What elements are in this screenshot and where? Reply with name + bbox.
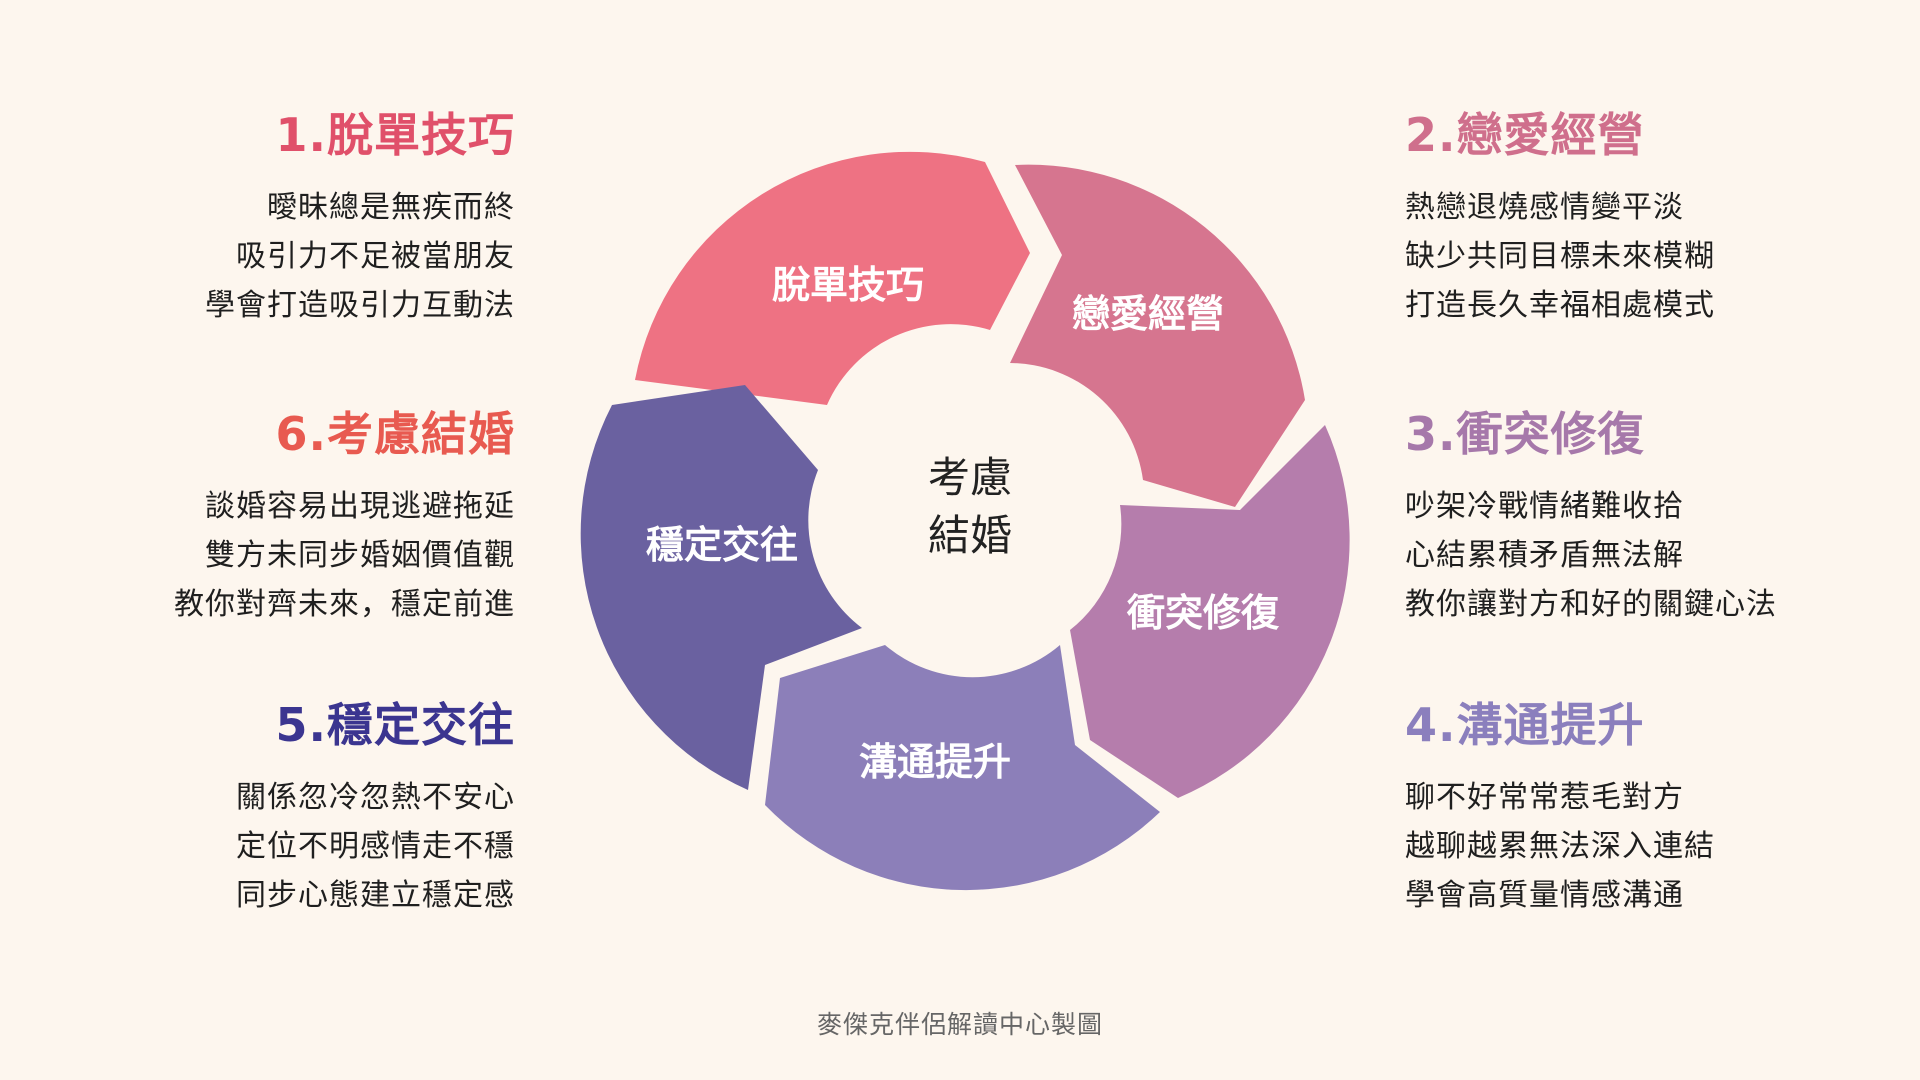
stage-title: 1.脫單技巧 [275, 108, 515, 162]
segment-arrow [635, 151, 1030, 405]
stage-title: 5.穩定交往 [275, 698, 515, 752]
segment-arrow [1070, 425, 1350, 798]
segment-label-communication: 溝通提升 [859, 740, 1011, 784]
credit-caption: 麥傑克伴侶解讀中心製圖 [816, 1010, 1103, 1039]
stage-line: 心結累積矛盾無法解 [1405, 538, 1684, 573]
stage-line: 吸引力不足被當朋友 [236, 239, 515, 274]
stage-line: 教你讓對方和好的關鍵心法 [1405, 587, 1777, 622]
segment-label-stable: 穩定交往 [646, 523, 798, 567]
stage-line: 越聊越累無法深入連結 [1405, 829, 1715, 864]
stage-line: 缺少共同目標未來模糊 [1405, 239, 1715, 274]
stage-block-6: 6.考慮結婚 談婚容易出現逃避拖延 雙方未同步婚姻價值觀 教你對齊未來，穩定前進 [95, 406, 515, 629]
stage-block-1: 1.脫單技巧 曖昧總是無疾而終 吸引力不足被當朋友 學會打造吸引力互動法 [95, 107, 515, 330]
stage-line: 關係忽冷忽熱不安心 [236, 780, 515, 815]
segment-label-conflict: 衝突修復 [1126, 591, 1280, 635]
stage-line: 吵架冷戰情緒難收拾 [1405, 489, 1684, 524]
stage-line: 學會打造吸引力互動法 [205, 288, 515, 323]
stage-line: 談婚容易出現逃避拖延 [205, 489, 515, 524]
stage-line: 學會高質量情感溝通 [1405, 878, 1684, 913]
stage-block-5: 5.穩定交往 關係忽冷忽熱不安心 定位不明感情走不穩 同步心態建立穩定感 [95, 697, 515, 920]
stage-title: 3.衝突修復 [1405, 407, 1645, 461]
segment-label-dating: 脫單技巧 [772, 263, 924, 307]
stage-line: 雙方未同步婚姻價值觀 [205, 538, 515, 573]
stage-block-4: 4.溝通提升 聊不好常常惹毛對方 越聊越累無法深入連結 學會高質量情感溝通 [1405, 697, 1825, 920]
stage-line: 教你對齊未來，穩定前進 [174, 587, 515, 622]
stage-line: 同步心態建立穩定感 [236, 878, 515, 913]
segment-label-relationship: 戀愛經營 [1072, 292, 1224, 336]
center-label-line2: 結婚 [928, 511, 1012, 560]
stage-line: 聊不好常常惹毛對方 [1405, 780, 1684, 815]
stage-title: 6.考慮結婚 [275, 407, 515, 461]
segment-arrow [580, 385, 862, 790]
stage-title: 2.戀愛經營 [1405, 108, 1645, 162]
stage-line: 曖昧總是無疾而終 [267, 190, 515, 225]
stage-line: 定位不明感情走不穩 [236, 829, 515, 864]
stage-block-3: 3.衝突修復 吵架冷戰情緒難收拾 心結累積矛盾無法解 教你讓對方和好的關鍵心法 [1405, 406, 1825, 629]
center-label-line1: 考慮 [928, 453, 1012, 502]
stage-line: 打造長久幸福相處模式 [1405, 288, 1715, 323]
segment-arrow [765, 645, 1160, 891]
stage-line: 熱戀退燒感情變平淡 [1405, 190, 1684, 225]
stage-title: 4.溝通提升 [1405, 698, 1645, 752]
stage-block-2: 2.戀愛經營 熱戀退燒感情變平淡 缺少共同目標未來模糊 打造長久幸福相處模式 [1405, 107, 1825, 330]
segment-arrow [1010, 164, 1305, 507]
